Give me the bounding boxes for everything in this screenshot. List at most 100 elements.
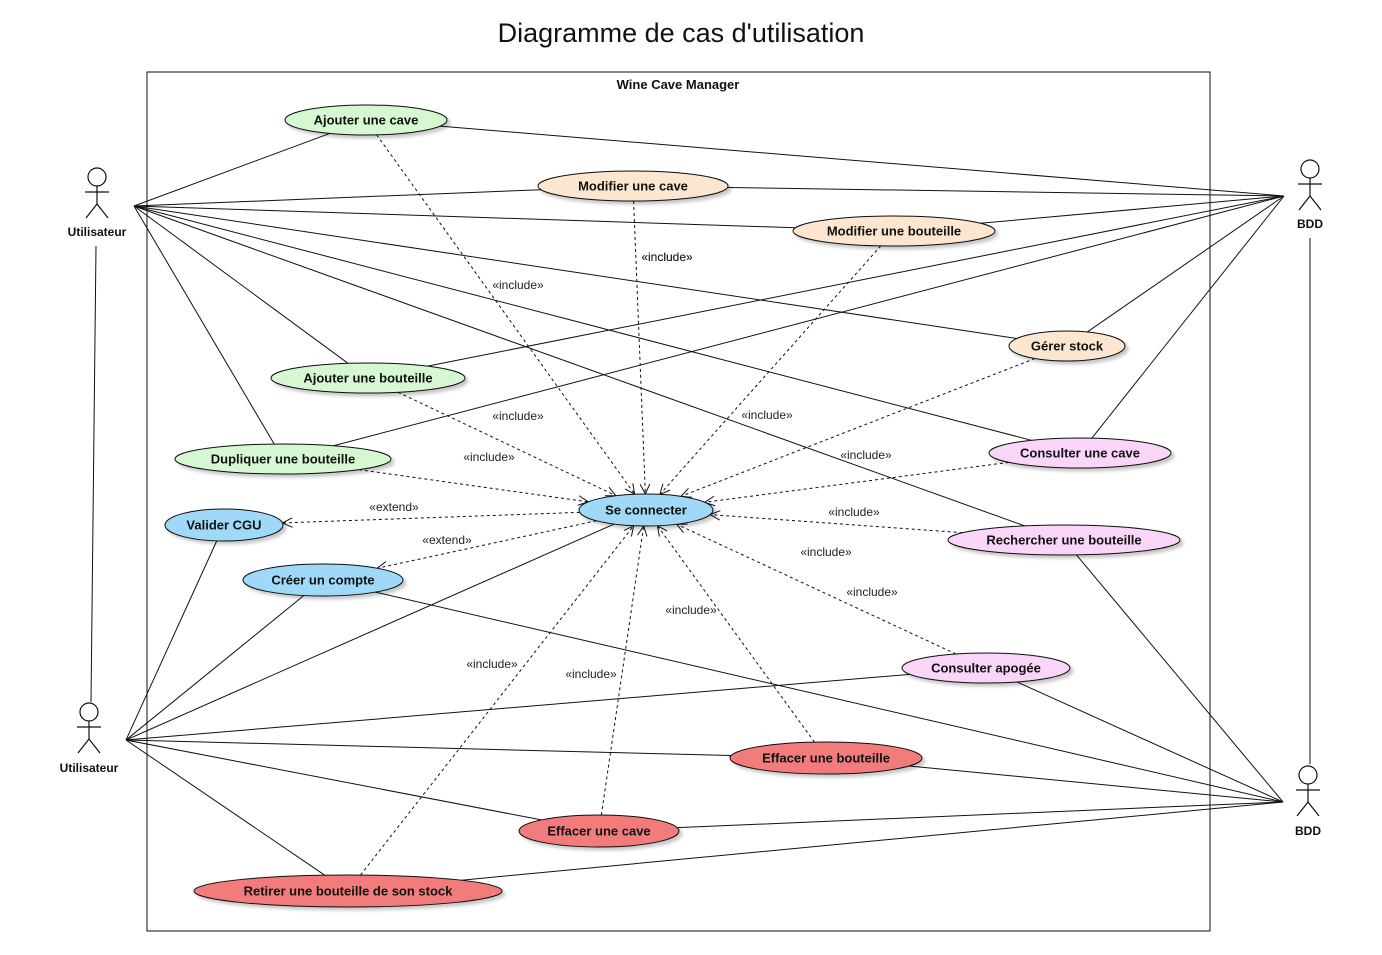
association-bdd_bottom-creer_compte	[375, 591, 1284, 803]
use-case-ellipse	[242, 563, 404, 597]
dependency-label: «include»	[565, 667, 617, 681]
use-case-label: Consulter une cave	[1020, 446, 1140, 461]
association-bdd_top-ajouter_bouteille	[427, 195, 1285, 367]
dependency-label: «include»	[463, 450, 515, 464]
actor-bdd-bottom[interactable]: BDD	[1295, 765, 1321, 838]
dependency-line	[657, 525, 815, 743]
use-case-retirer-bouteille[interactable]: Retirer une bouteille de son stock	[193, 874, 503, 908]
dependency-label: «include»	[641, 250, 693, 264]
use-case-rechercher-bouteille[interactable]: Rechercher une bouteille	[947, 524, 1181, 556]
actor-right-leg	[96, 203, 109, 219]
actor-left-leg	[85, 203, 98, 219]
association-bdd_bottom-effacer_cave	[677, 801, 1284, 829]
diagram-title: Diagramme de cas d'utilisation	[498, 18, 865, 48]
relationship-labels: «include» «include» «include» «include» «inc…	[369, 250, 898, 681]
use-case-label: Se connecter	[605, 503, 687, 518]
dependency-label: «include»	[840, 448, 892, 462]
association-bdd_top-ajouter_cave	[439, 125, 1285, 197]
use-case-label: Gérer stock	[1031, 339, 1104, 354]
use-case-se-connecter[interactable]: Se connecter	[578, 493, 714, 527]
use-case-ellipse	[537, 170, 729, 202]
use-case-label: Créer un compte	[271, 573, 374, 588]
use-case-ajouter-cave[interactable]: Ajouter une cave	[284, 104, 448, 136]
actor-head	[79, 702, 99, 722]
dependency-label: «extend»	[369, 500, 419, 514]
association-bdd_bottom-rechercher_bouteille	[1076, 554, 1284, 803]
actor-left-leg	[1296, 801, 1309, 817]
association-user_bottom-valider_cgu	[125, 540, 218, 741]
association-bdd_top-modifier_bouteille	[980, 195, 1285, 224]
use-case-ellipse	[578, 493, 714, 527]
use-case-dupliquer-bouteille[interactable]: Dupliquer une bouteille	[174, 443, 392, 475]
association-user_bottom-retirer_bouteille	[125, 739, 326, 876]
use-case-ellipse	[174, 443, 392, 475]
use-case-ajouter-bouteille[interactable]: Ajouter une bouteille	[270, 362, 466, 394]
actor-user-top[interactable]: Utilisateur	[68, 167, 127, 239]
association-user_bottom-effacer_bouteille	[125, 739, 732, 757]
association-bdd_bottom-effacer_bouteille	[909, 765, 1284, 803]
use-case-ellipse	[284, 104, 448, 136]
actor-label: Utilisateur	[60, 761, 119, 775]
actor-label: BDD	[1297, 217, 1323, 231]
use-case-valider-cgu[interactable]: Valider CGU	[164, 508, 284, 542]
association-user_top-modifier_bouteille	[133, 205, 796, 229]
dependency-line	[600, 525, 645, 816]
dependency-line	[633, 200, 646, 495]
association-lines	[90, 125, 1311, 881]
actor-right-leg	[1307, 801, 1320, 817]
use-case-gerer-stock[interactable]: Gérer stock	[1008, 330, 1126, 362]
actor-right-leg	[88, 738, 101, 754]
use-case-ellipse	[988, 437, 1172, 469]
use-case-label: Ajouter une cave	[314, 113, 419, 128]
association-user_top-ajouter_cave	[133, 132, 330, 207]
use-case-modifier-bouteille[interactable]: Modifier une bouteille	[792, 215, 996, 247]
association-user_top-modifier_cave	[133, 189, 541, 207]
dependency-line	[358, 469, 589, 503]
use-case-effacer-cave[interactable]: Effacer une cave	[518, 814, 680, 848]
association-bdd_top-consulter_cave	[1091, 195, 1285, 439]
use-case-modifier-cave[interactable]: Modifier une cave	[537, 170, 729, 202]
actor-right-leg	[1309, 195, 1322, 211]
dependency-line	[282, 511, 580, 524]
dependency-line	[377, 520, 597, 569]
dependency-label: «include»	[492, 409, 544, 423]
association-user_top-user_bottom	[90, 245, 97, 703]
use-case-creer-compte[interactable]: Créer un compte	[242, 563, 404, 597]
dependency-label: «include»	[466, 657, 518, 671]
dependency-label: «include»	[828, 505, 880, 519]
association-bdd_bottom-consulter_apogee	[1016, 681, 1284, 803]
association-bdd_top-modifier_cave	[727, 186, 1285, 197]
use-case-label: Modifier une bouteille	[827, 224, 961, 239]
use-case-effacer-bouteille[interactable]: Effacer une bouteille	[729, 741, 923, 775]
use-case-label: Valider CGU	[186, 518, 261, 533]
dependency-line	[360, 525, 635, 876]
dependency-label: «include»	[741, 408, 793, 422]
actor-user-bottom[interactable]: Utilisateur	[60, 702, 119, 775]
actor-bdd-top[interactable]: BDD	[1297, 159, 1323, 231]
dependency-label: «include»	[800, 545, 852, 559]
use-case-consulter-cave[interactable]: Consulter une cave	[988, 437, 1172, 469]
association-user_bottom-effacer_cave	[125, 739, 542, 821]
actor-head	[1300, 159, 1320, 179]
actor-label: Utilisateur	[68, 225, 127, 239]
use-case-ellipse	[193, 874, 503, 908]
association-user_top-gerer_stock	[133, 205, 1017, 339]
stereotype-label: «include»	[641, 250, 693, 264]
association-user_top-ajouter_bouteille	[133, 205, 349, 364]
use-case-ellipse	[901, 652, 1071, 684]
use-case-label: Effacer une cave	[547, 824, 650, 839]
dependency-label: «include»	[492, 278, 544, 292]
association-user_top-consulter_cave	[133, 205, 1032, 441]
association-user_bottom-se_connecter	[125, 523, 615, 741]
association-bdd_top-dupliquer_bouteille	[333, 195, 1285, 447]
use-case-ellipse	[164, 508, 284, 542]
use-case-consulter-apogee[interactable]: Consulter apogée	[901, 652, 1071, 684]
actor-head	[1298, 765, 1318, 785]
dependency-line	[710, 514, 963, 534]
use-case-label: Rechercher une bouteille	[986, 533, 1141, 548]
use-case-label: Modifier une cave	[578, 179, 688, 194]
use-case-ellipse	[729, 741, 923, 775]
